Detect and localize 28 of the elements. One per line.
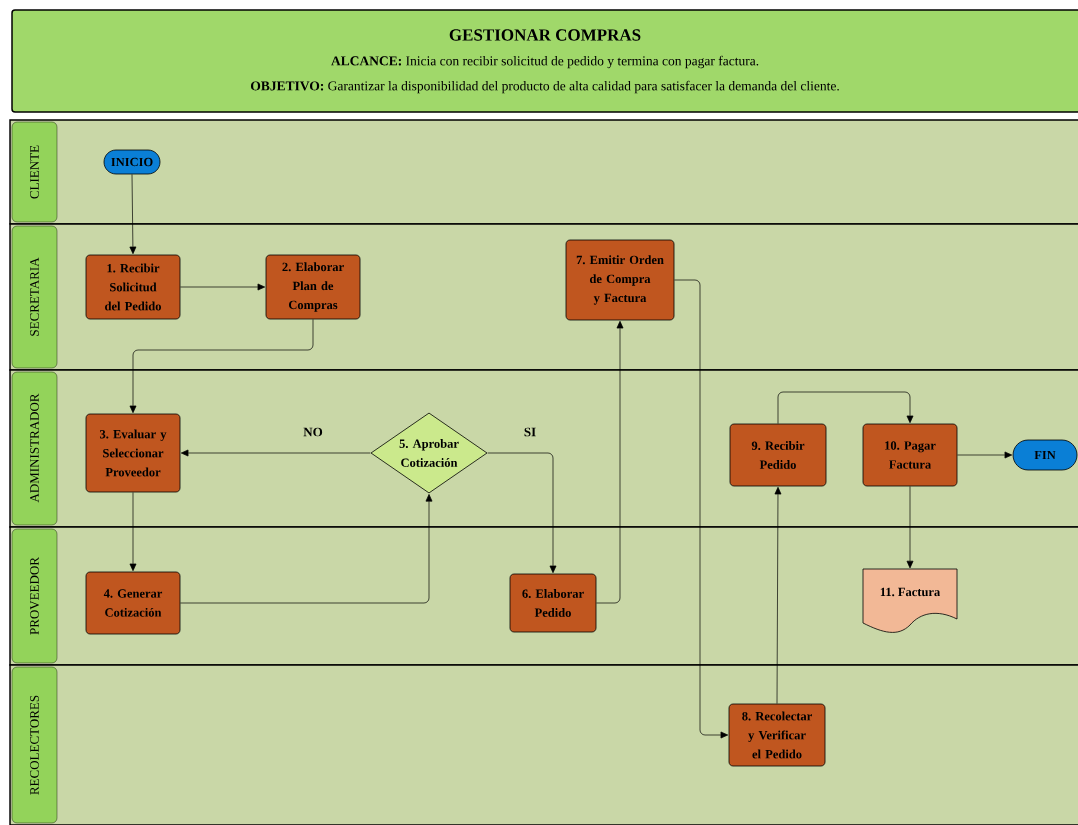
process-box: 3. Evaluar y Seleccionar Proveedor <box>85 413 181 493</box>
edge-label: NO <box>302 426 324 438</box>
terminal-oval: FIN <box>1012 439 1078 471</box>
process-box: 6. Elaborar Pedido <box>509 573 597 633</box>
process-box: 1. Recibir Solicitud del Pedido <box>85 254 181 320</box>
process-box: 8. Recolectar y Verificar el Pedido <box>728 703 826 767</box>
header-text: ALCANCE: Inicia con recibir solicitud de pedido y termina con pagar factura. <box>331 55 759 69</box>
process-box: 4. Generar Cotización <box>85 571 181 635</box>
arrow <box>129 492 137 572</box>
arrow <box>129 319 314 414</box>
arrow <box>180 449 371 457</box>
title: GESTIONAR COMPRAS <box>449 29 641 41</box>
process-box: 7. Emitir Orden de Compra y Factura <box>565 239 675 321</box>
arrow <box>487 452 557 574</box>
arrow <box>906 486 914 569</box>
arrow <box>180 494 433 604</box>
arrow <box>129 174 137 255</box>
edge-label: SI <box>522 426 538 438</box>
arrow <box>596 320 624 604</box>
arrow <box>957 451 1013 459</box>
arrow <box>674 279 729 739</box>
process-box: 2. Elaborar Plan de Compras <box>265 254 361 320</box>
arrow <box>180 283 266 291</box>
process-box: 9. Recibir Pedido <box>729 423 827 487</box>
header-text: OBJETIVO: Garantizar la disponibilidad del producto de alta calidad para satisfacer la demanda del cliente. <box>250 80 839 94</box>
arrow <box>774 486 782 704</box>
process-box: 10. Pagar Factura <box>862 423 958 487</box>
arrow <box>777 391 914 424</box>
